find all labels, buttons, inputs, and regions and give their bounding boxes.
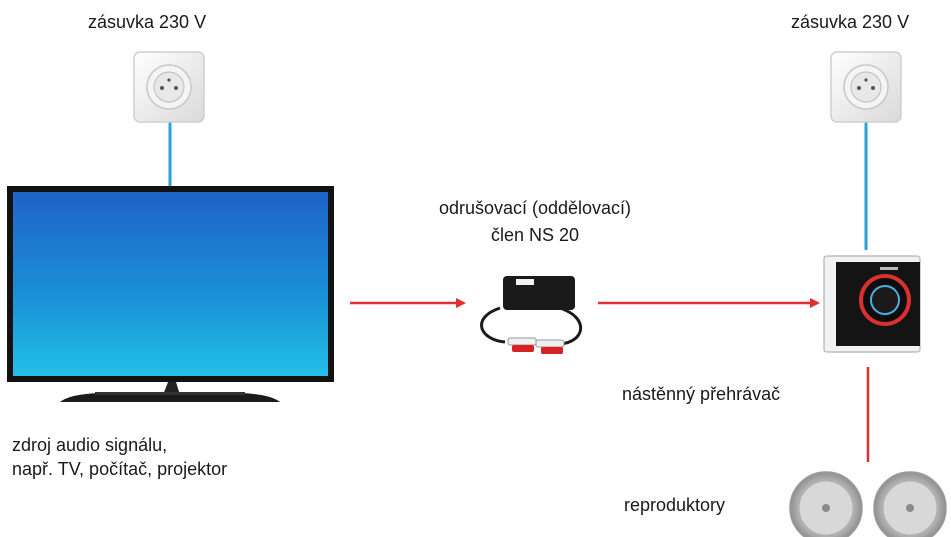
filter-label-line1: odrušovací (oddělovací) bbox=[438, 198, 632, 218]
tv-icon bbox=[7, 186, 334, 402]
ceiling-speaker-icon bbox=[789, 471, 863, 537]
socket-label-right: zásuvka 230 V bbox=[791, 12, 910, 32]
wall-player-icon bbox=[823, 255, 921, 353]
source-label-line2: např. TV, počítač, projektor bbox=[12, 459, 228, 479]
power-socket-icon bbox=[830, 51, 902, 123]
source-label-line1: zdroj audio signálu, bbox=[12, 435, 168, 455]
filter-label-line2: člen NS 20 bbox=[490, 225, 580, 245]
ceiling-speaker-icon bbox=[873, 471, 947, 537]
speakers-label: reproduktory bbox=[624, 495, 726, 515]
socket-label-left: zásuvka 230 V bbox=[88, 12, 207, 32]
player-label: nástěnný přehrávač bbox=[622, 384, 781, 404]
power-socket-icon bbox=[133, 51, 205, 123]
ground-loop-isolator-icon bbox=[480, 276, 583, 354]
